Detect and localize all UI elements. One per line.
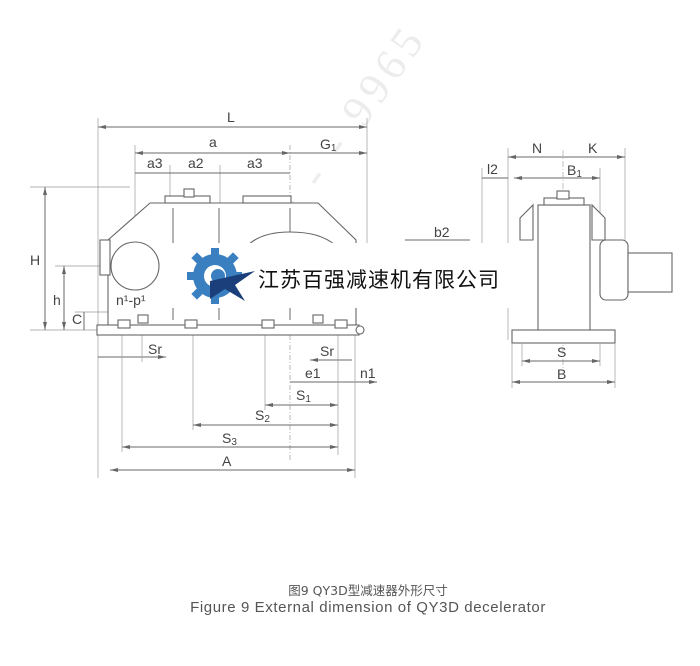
- dim-S2: S2: [255, 407, 270, 425]
- dim-n1-p1: n¹-p¹: [116, 292, 146, 308]
- dim-L: L: [227, 109, 235, 125]
- company-banner: [168, 243, 526, 308]
- dim-n1: n1: [360, 365, 376, 381]
- caption-english: Figure 9 External dimension of QY3D dece…: [190, 599, 546, 616]
- dim-h: h: [53, 292, 61, 308]
- dim-S: S: [557, 344, 566, 360]
- dim-B: B: [557, 366, 566, 382]
- dim-N: N: [532, 140, 542, 156]
- dim-A: A: [222, 453, 232, 469]
- dim-l2: l2: [487, 161, 498, 177]
- dim-a3-right: a3: [247, 155, 263, 171]
- dim-H: H: [30, 252, 40, 268]
- dim-K: K: [588, 140, 598, 156]
- dim-Sr-right: Sr: [320, 343, 334, 359]
- gear-star-logo-icon: [187, 248, 255, 304]
- dim-C: C: [72, 311, 82, 327]
- dim-B1: B1: [567, 162, 582, 180]
- dim-a3-left: a3: [147, 155, 163, 171]
- dim-a: a: [209, 134, 217, 150]
- dim-e1: e1: [305, 365, 321, 381]
- dim-a2: a2: [188, 155, 204, 171]
- side-view: N K l2 B1 S B: [481, 140, 673, 388]
- company-name: 江苏百强减速机有限公司: [258, 268, 500, 292]
- caption-chinese: 图9 QY3D型减速器外形尺寸: [288, 583, 448, 598]
- dim-S1: S1: [296, 387, 311, 405]
- dim-Sr-left: Sr: [148, 341, 162, 357]
- dim-S3: S3: [222, 430, 237, 448]
- front-dimension-labels: L a G1 a3 a2 a3 H h C n¹-p¹ Sr Sr e1 n1 …: [30, 109, 450, 469]
- dim-G1: G1: [320, 136, 337, 154]
- dim-b2: b2: [434, 224, 450, 240]
